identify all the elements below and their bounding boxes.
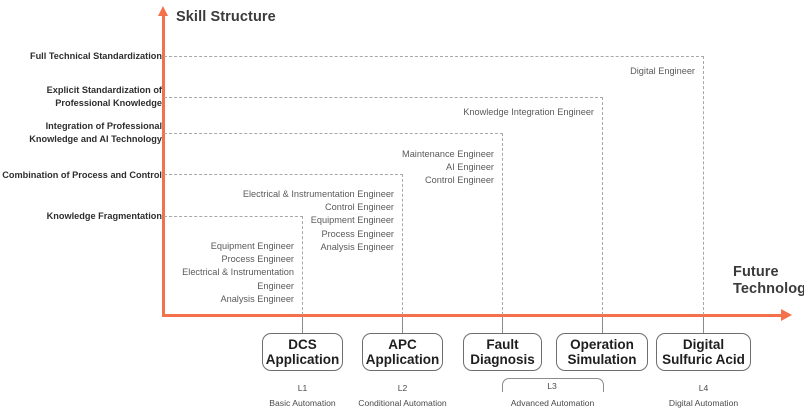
step-line-h-level1 xyxy=(164,216,303,217)
level-label-knowledge-fragmentation: Knowledge Fragmentation xyxy=(0,210,162,223)
stage-title-line2: Simulation xyxy=(567,352,637,367)
level-label-line: Knowledge and AI Technology xyxy=(29,134,162,144)
level-label-line: Explicit Standardization of xyxy=(46,85,162,95)
stem-digital xyxy=(703,317,704,333)
x-axis-title-line2: Technology xyxy=(733,281,804,297)
x-axis-title: Future Technology xyxy=(733,264,804,298)
level-label-combination-process-control: Combination of Process and Control xyxy=(0,169,162,182)
stage-desc-l4: Digital Automation xyxy=(668,398,739,408)
step-line-h-level4 xyxy=(164,97,603,98)
x-axis-line xyxy=(162,314,784,317)
stage-title-line2: Diagnosis xyxy=(470,352,535,367)
y-axis-title: Skill Structure xyxy=(176,9,276,25)
stage-desc-l3: Advanced Automation xyxy=(510,398,595,408)
stage-bracket-l3 xyxy=(502,378,604,392)
stage-box-dcs-application[interactable]: DCS Application xyxy=(262,333,343,371)
level-label-full-technical-standardization: Full Technical Standardization xyxy=(0,50,162,63)
step-line-h-level3 xyxy=(164,133,503,134)
roles-dcs-application: Equipment Engineer Process Engineer Elec… xyxy=(182,241,294,304)
level-label-explicit-standardization: Explicit Standardization of Professional… xyxy=(0,84,162,110)
roles-digital-sulfuric-acid: Digital Engineer xyxy=(630,66,695,76)
stage-title-line1: DCS xyxy=(288,336,317,352)
stage-title-line1: APC xyxy=(388,336,417,352)
stem-operation xyxy=(602,317,603,333)
stage-box-operation-simulation[interactable]: Operation Simulation xyxy=(556,333,648,371)
stage-code-l3: L3 xyxy=(547,381,557,391)
stage-title-line1: Fault xyxy=(486,336,519,352)
step-line-v-dcs xyxy=(302,216,303,315)
step-line-v-apc xyxy=(402,174,403,315)
stage-code-l4: L4 xyxy=(698,383,709,393)
stage-title-line1: Operation xyxy=(570,336,634,352)
level-label-line: Integration of Professional xyxy=(45,121,162,131)
stem-apc xyxy=(402,317,403,333)
stage-box-apc-application[interactable]: APC Application xyxy=(362,333,443,371)
level-label-line: Combination of Process and Control xyxy=(2,170,162,180)
stage-desc-l2: Conditional Automation xyxy=(358,398,447,408)
stage-title-line2: Sulfuric Acid xyxy=(662,352,745,367)
level-label-line: Knowledge Fragmentation xyxy=(46,211,162,221)
roles-apc-application: Electrical & Instrumentation Engineer Co… xyxy=(242,189,394,252)
level-label-line: Professional Knowledge xyxy=(55,98,162,108)
level-label-integration-professional-ai: Integration of Professional Knowledge an… xyxy=(0,120,162,146)
stem-fault xyxy=(502,317,503,333)
stage-title-line2: Application xyxy=(365,352,440,367)
y-axis-arrowhead xyxy=(158,6,168,16)
stage-box-digital-sulfuric-acid[interactable]: Digital Sulfuric Acid xyxy=(656,333,751,371)
stage-code-l1: L1 xyxy=(297,383,308,393)
step-line-v-operation xyxy=(602,97,603,315)
roles-operation-simulation: Knowledge Integration Engineer xyxy=(463,107,594,117)
step-line-h-level5 xyxy=(164,56,704,57)
stage-box-fault-diagnosis[interactable]: Fault Diagnosis xyxy=(463,333,542,371)
level-label-line: Full Technical Standardization xyxy=(29,51,162,61)
stage-desc-l1: Basic Automation xyxy=(269,398,336,408)
y-axis-line xyxy=(162,14,165,317)
roles-fault-diagnosis: Maintenance Engineer AI Engineer Control… xyxy=(402,149,494,186)
stem-dcs xyxy=(302,317,303,333)
step-line-v-digital xyxy=(703,56,704,315)
step-line-v-fault xyxy=(502,133,503,315)
x-axis-arrowhead xyxy=(781,309,792,321)
stage-title-line1: Digital xyxy=(682,336,725,352)
stage-title-line2: Application xyxy=(265,352,340,367)
x-axis-title-line1: Future xyxy=(733,264,779,280)
step-line-h-level2 xyxy=(164,174,403,175)
stage-code-l2: L2 xyxy=(397,383,408,393)
